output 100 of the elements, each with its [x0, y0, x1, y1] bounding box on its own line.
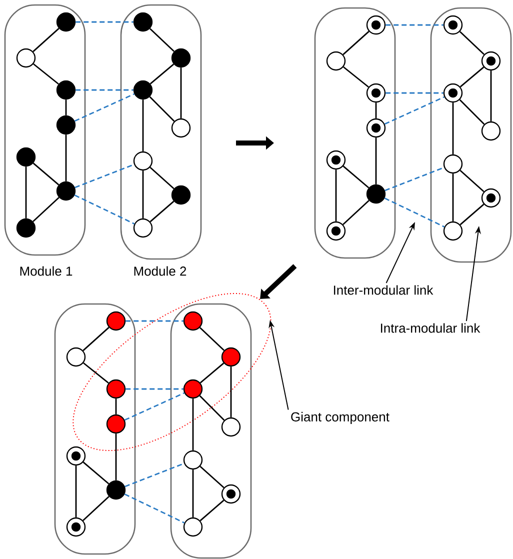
network-node [66, 446, 86, 466]
network-node [183, 379, 203, 399]
inter-link [384, 96, 445, 125]
network-node [56, 80, 76, 100]
module-label: Module 1 [20, 266, 72, 276]
network-node [366, 184, 386, 204]
inter-link [384, 166, 444, 192]
intra-link [32, 28, 60, 52]
intra-link [150, 200, 174, 222]
intra-link [199, 395, 225, 421]
inter-link [124, 392, 185, 421]
network-node [56, 115, 76, 135]
network-node [16, 218, 36, 238]
intra-link [375, 138, 377, 184]
network-node [443, 83, 463, 103]
intra-link [142, 100, 144, 152]
intra-link [230, 366, 232, 418]
intra-link [192, 398, 194, 450]
intra-link [459, 31, 484, 55]
network-node [56, 12, 76, 32]
inter-link [386, 92, 444, 94]
module-outline [170, 303, 252, 559]
network-node [106, 311, 126, 331]
network-node [133, 151, 153, 171]
intra-link [142, 170, 144, 218]
inter-link [124, 494, 185, 524]
intra-link [452, 102, 454, 154]
intra-link [33, 63, 59, 85]
network-node [221, 347, 241, 367]
network-node [481, 121, 501, 141]
network-node [481, 188, 501, 208]
intra-link [460, 66, 484, 88]
network-node [133, 12, 153, 32]
intra-link [83, 362, 109, 384]
network-node [133, 80, 153, 100]
network-node [106, 480, 126, 500]
inter-link [74, 93, 135, 122]
network-node [366, 83, 386, 103]
network-node [366, 15, 386, 35]
intra-link [32, 162, 60, 186]
intra-link [150, 64, 174, 84]
callout-text: Giant component [291, 412, 390, 424]
inter-link [126, 388, 184, 390]
intra-link [460, 204, 484, 226]
callout-text: Intra-modular link [381, 323, 480, 333]
network-node [133, 218, 153, 238]
network-node [183, 517, 203, 537]
network-node [326, 221, 346, 241]
intra-link [149, 28, 175, 52]
intra-link [150, 166, 174, 190]
module-outline [430, 7, 512, 263]
inter-link [384, 198, 445, 228]
network-node [221, 484, 241, 504]
inter-link [76, 89, 134, 91]
network-node [66, 347, 86, 367]
intra-link [200, 466, 224, 488]
network-node [481, 51, 501, 71]
network-node [221, 417, 241, 437]
network-node [16, 147, 36, 167]
network-node [171, 48, 191, 68]
inter-link [124, 462, 184, 488]
intra-link [342, 166, 370, 188]
intra-link [342, 30, 370, 56]
network-node [443, 15, 463, 35]
intra-link [335, 170, 337, 222]
inter-link [74, 194, 135, 224]
intra-link [65, 100, 67, 116]
intra-link [192, 470, 194, 518]
intra-link [490, 70, 492, 122]
network-node [171, 118, 191, 138]
network-node [66, 517, 86, 537]
network-node [183, 450, 203, 470]
intra-link [115, 398, 117, 414]
intra-link [343, 66, 369, 88]
module-outline [54, 303, 136, 555]
intra-link [32, 197, 60, 222]
network-node [106, 379, 126, 399]
inter-link [386, 24, 444, 26]
module-label: Module 2 [134, 266, 186, 276]
network-node [16, 48, 36, 68]
intra-link [452, 174, 454, 222]
intra-link [149, 96, 175, 122]
intra-link [200, 362, 224, 384]
inter-link [76, 21, 134, 23]
network-node [183, 311, 203, 331]
intra-link [459, 99, 485, 125]
intra-link [115, 434, 117, 480]
network-node [171, 185, 191, 205]
network-node [106, 414, 126, 434]
intra-link [342, 200, 370, 225]
network-node [326, 150, 346, 170]
intra-link [82, 326, 110, 352]
inter-link [74, 164, 134, 188]
intra-link [25, 166, 27, 218]
module-outline [314, 7, 396, 259]
intra-link [65, 134, 67, 182]
network-node [443, 154, 463, 174]
intra-link [82, 462, 110, 484]
network-node [56, 181, 76, 201]
intra-link [199, 327, 224, 351]
